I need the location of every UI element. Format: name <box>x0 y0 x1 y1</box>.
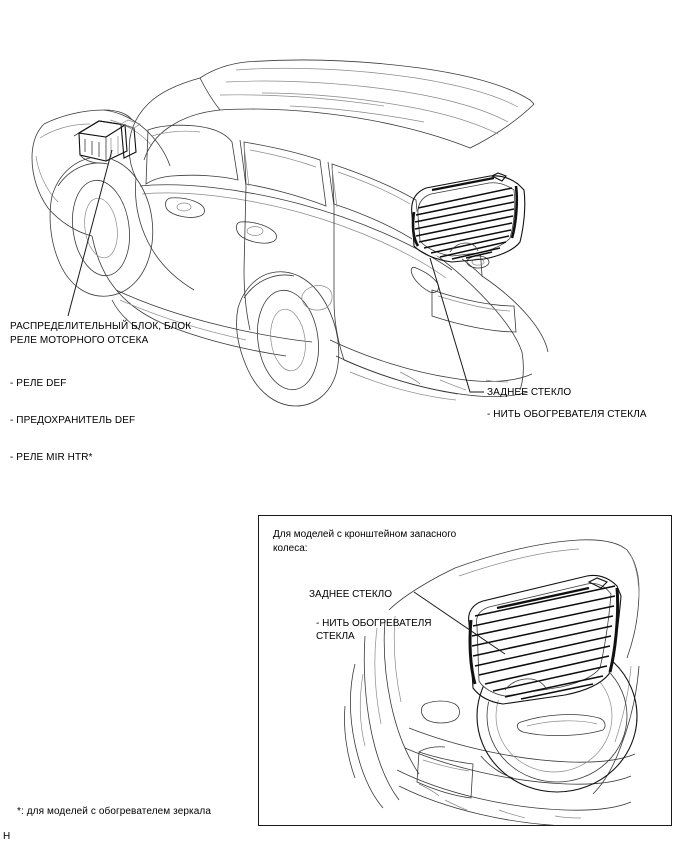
relay-block-item-mir-htr-relay: - РЕЛЕ MIR HTR* <box>10 452 93 463</box>
relay-block-item-def-relay: - РЕЛЕ DEF <box>10 378 67 389</box>
leader-relay-block <box>67 149 113 317</box>
relay-block-callout-title: РАСПРЕДЕЛИТЕЛЬНЫЙ БЛОК, БЛОК РЕЛЕ МОТОРН… <box>10 321 192 346</box>
engine-compartment-relay-block <box>73 119 141 164</box>
inset-callout-title: ЗАДНЕЕ СТЕКЛО <box>309 589 392 600</box>
inset-leader-rear-glass <box>413 591 506 655</box>
callout-leader-lines <box>67 149 484 393</box>
page-mark: H <box>3 831 11 842</box>
rear-glass-callout-item: - НИТЬ ОБОГРЕВАТЕЛЯ СТЕКЛА <box>487 409 647 420</box>
inset-callout-item: - НИТЬ ОБОГРЕВАТЕЛЯ СТЕКЛА <box>316 618 432 642</box>
rear-glass-callout-title: ЗАДНЕЕ СТЕКЛО <box>487 387 572 398</box>
footnote-text: *: для моделей с обогревателем зеркала <box>17 806 211 817</box>
spare-wheel-variant-panel: Для моделей с кронштейном запасного коле… <box>258 515 672 826</box>
leader-rear-glass <box>429 257 484 393</box>
inset-vehicle-illustration <box>344 539 640 825</box>
inset-header-text: Для моделей с кронштейном запасного коле… <box>273 529 457 554</box>
inset-rear-glass-defogger <box>468 574 622 705</box>
rear-glass-defogger <box>411 172 526 263</box>
relay-block-item-def-fuse: - ПРЕДОХРАНИТЕЛЬ DEF <box>10 415 136 426</box>
